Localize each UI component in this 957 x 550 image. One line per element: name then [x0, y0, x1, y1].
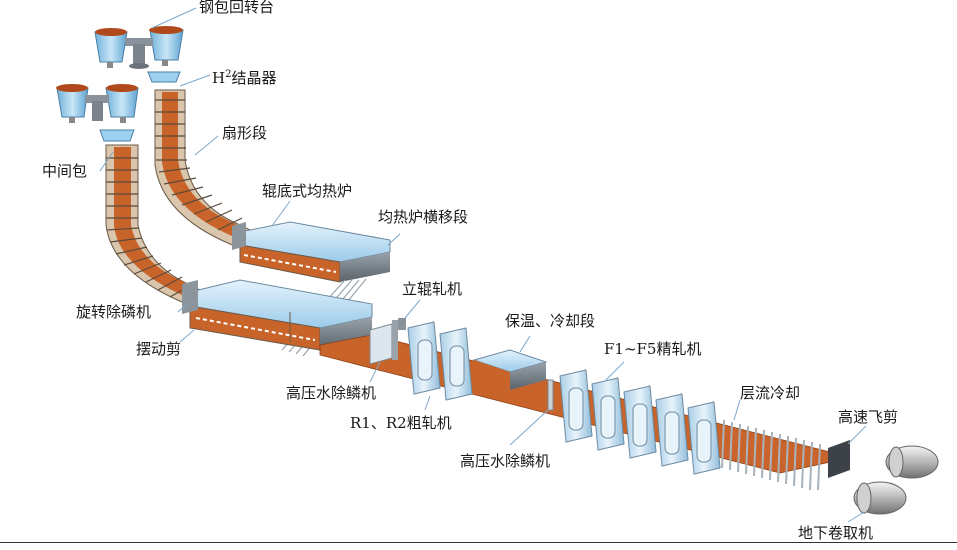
label-finishing: F1~F5精轧机: [604, 340, 702, 358]
finishing-stands: [559, 369, 721, 475]
label-mold-suffix: 结晶器: [231, 69, 277, 87]
label-tundish: 中间包: [42, 162, 88, 180]
label-edger: 立辊轧机: [402, 280, 463, 298]
bottom-rule: [0, 542, 957, 543]
ladle-turret-upper: [94, 26, 184, 69]
label-rotary-descaler: 旋转除磷机: [76, 303, 152, 321]
label-hold-cool: 保温、冷却段: [505, 312, 596, 330]
label-flying-shear: 高速飞剪: [838, 408, 899, 426]
flying-shear: [828, 440, 850, 478]
label-mold: H2结晶器: [212, 66, 276, 87]
label-pendulum-shear: 摆动剪: [136, 340, 182, 358]
label-segment: 扇形段: [222, 124, 268, 142]
tundish-lower: [99, 129, 135, 142]
roughing-stand-r1: [407, 321, 441, 395]
finishing-stand-f1: [559, 369, 593, 443]
downcoiler-1: [885, 445, 939, 479]
roller-hearth-furnace-lower: [182, 279, 373, 351]
label-roughing: R1、R2粗轧机: [350, 414, 452, 432]
label-shuttle: 均热炉横移段: [378, 208, 469, 226]
leader-lines: [99, 7, 867, 523]
finishing-stand-f3: [623, 385, 657, 459]
strand-upper: [154, 89, 251, 249]
roller-hearth-furnace-upper: [232, 221, 391, 283]
descaler-2: [547, 379, 554, 411]
label-mold-sup: 2: [225, 69, 232, 80]
strand-lower: [105, 144, 201, 307]
downcoiler-2: [853, 481, 907, 515]
descaler-1: [369, 318, 406, 365]
label-roller-furnace: 辊底式均热炉: [262, 182, 353, 200]
holding-cooling-section: [472, 349, 548, 390]
ladle-turret-lower: [56, 84, 139, 123]
tundish-upper: [147, 71, 181, 83]
finishing-stand-f5: [687, 401, 721, 475]
label-ladle-turret: 钢包回转台: [199, 0, 275, 16]
label-mold-prefix: H: [212, 69, 226, 87]
finishing-stand-f2: [591, 377, 625, 451]
label-hp-descaler-2: 高压水除鳞机: [460, 452, 551, 470]
finishing-stand-f4: [655, 393, 689, 467]
roughing-stand-r2: [439, 327, 473, 401]
label-coiler: 地下卷取机: [798, 524, 874, 542]
laminar-cooling: [721, 419, 821, 491]
label-hp-descaler-1: 高压水除鳞机: [286, 384, 377, 402]
label-laminar: 层流冷却: [740, 384, 801, 402]
